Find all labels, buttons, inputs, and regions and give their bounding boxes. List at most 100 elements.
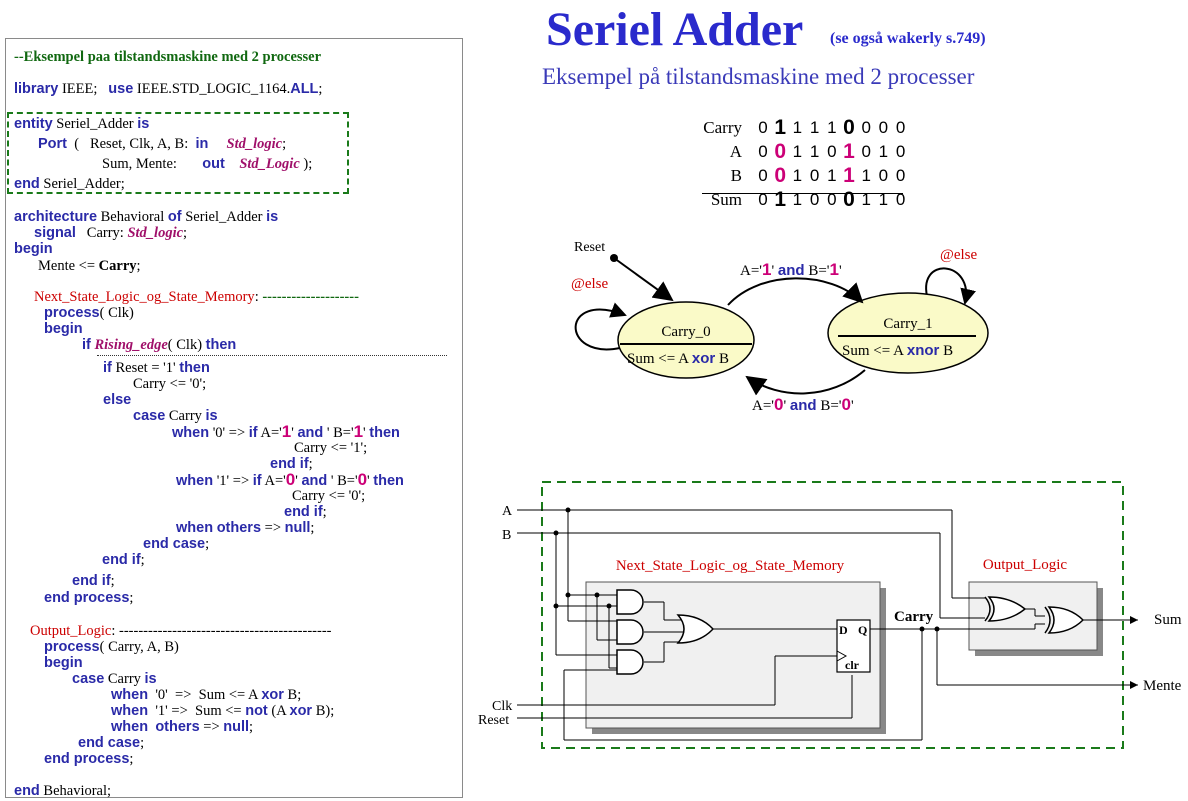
code-if-reset-line: if Reset = '1' then <box>103 360 210 376</box>
and-gates <box>616 589 644 675</box>
code-when-others-line-2: when others => null; <box>111 719 254 735</box>
truth-bit: 0 <box>878 118 889 137</box>
and-gate-2 <box>616 619 644 645</box>
xor-gate-1 <box>987 596 1027 622</box>
code-when1-line: when '1' => if A='0' and ' B='0' then <box>176 470 404 489</box>
code-end-case-line-2: end case; <box>78 735 145 751</box>
code-end-process-line-2: end process; <box>44 751 134 767</box>
code-end-entity-line: end Seriel_Adder; <box>14 176 125 192</box>
input-a-label: A <box>502 504 513 519</box>
schematic-outer-box <box>541 481 1124 749</box>
truth-bit: 0 <box>774 164 787 187</box>
truth-bit: 0 <box>895 142 906 161</box>
xnor-back-curve <box>1044 606 1051 634</box>
state-diagram: Reset @else @else Carry_0 Sum <= A xor B… <box>571 240 989 414</box>
sum-output-label: Sum <box>1154 612 1182 628</box>
transition-1-to-0 <box>745 369 866 396</box>
truth-bit: 0 <box>758 142 768 161</box>
truth-bit: 0 <box>843 116 855 139</box>
output-logic-title: Output_Logic <box>983 557 1067 573</box>
else-label-state0: @else <box>571 276 608 292</box>
ff-clock-triangle <box>836 650 848 662</box>
state-carry0 <box>617 301 755 379</box>
truth-bit: 0 <box>895 166 906 185</box>
truth-bit: 0 <box>895 118 906 137</box>
code-end-if-line: end if; <box>270 456 313 472</box>
code-library-line: library IEEE; use IEEE.STD_LOGIC_1164.AL… <box>14 81 323 97</box>
truth-bit: 0 <box>827 190 837 209</box>
truth-bit: 1 <box>792 142 803 161</box>
truth-bit: 0 <box>878 166 889 185</box>
code-comment: --Eksempel paa tilstandsmaskine med 2 pr… <box>14 49 322 65</box>
code-when0-sum-line: when '0' => Sum <= A xor B; <box>111 687 302 703</box>
truth-bit: 0 <box>895 190 906 209</box>
truth-bit: 0 <box>809 190 820 209</box>
truth-bit: 0 <box>861 118 871 137</box>
input-clk-label: Clk <box>492 699 512 714</box>
schematic: Next_State_Logic_og_State_Memory Output_… <box>478 481 1182 749</box>
and-gate-1 <box>616 589 644 615</box>
truth-bit: 1 <box>861 190 871 209</box>
state0-name: Carry_0 <box>661 324 710 340</box>
truth-bit: 1 <box>843 140 855 163</box>
carry-net-label: Carry <box>894 609 934 625</box>
truth-bit: 0 <box>758 118 768 137</box>
truth-bit: 1 <box>774 188 787 211</box>
wire-junctions <box>553 507 940 632</box>
code-next-state-label: Next_State_Logic_og_State_Memory: ------… <box>34 289 359 305</box>
mente-arrow <box>1130 681 1138 689</box>
xor1-back-curve <box>984 596 991 622</box>
transition-1-to-0-label: A='0' and B='0' <box>752 395 854 414</box>
ff-q-label: Q <box>858 623 867 637</box>
truth-bit: 0 <box>809 166 820 185</box>
state-carry1 <box>827 292 989 374</box>
code-panel <box>5 38 463 798</box>
code-process-line: process( Clk) <box>44 305 134 321</box>
code-rising-edge-line: if Rising_edge( Clk) then <box>82 337 237 353</box>
title-reference: (se også wakerly s.749) <box>830 30 986 47</box>
truth-bit: 1 <box>792 166 803 185</box>
self-loop-state1 <box>925 267 976 305</box>
truth-bit: 0 <box>843 188 855 211</box>
entity-highlight-box <box>7 112 349 194</box>
mente-output-label: Mente <box>1143 678 1182 694</box>
xor-gate-2 <box>1047 606 1085 634</box>
input-b-label: B <box>502 528 511 543</box>
truth-bit: 0 <box>774 140 787 163</box>
xor-gates <box>984 596 1085 634</box>
code-begin-line-2: begin <box>44 321 83 337</box>
input-reset-label: Reset <box>478 713 509 728</box>
transition-0-to-1 <box>727 277 864 306</box>
or-gate <box>676 614 715 644</box>
code-end-if-line-3: end if; <box>102 552 145 568</box>
truth-bit: 0 <box>827 142 837 161</box>
truth-bit: 0 <box>861 142 871 161</box>
transition-0-to-1-label: A='1' and B='1' <box>740 260 842 279</box>
truth-bit: 1 <box>878 190 889 209</box>
dotted-divider <box>97 355 447 356</box>
code-begin-line: begin <box>14 241 53 257</box>
code-process-line-2: process( Carry, A, B) <box>44 639 179 655</box>
code-case-line: case Carry is <box>133 408 218 424</box>
reset-label: Reset <box>574 240 605 255</box>
schematic-wires <box>517 509 1138 741</box>
code-end-case-line: end case; <box>143 536 210 552</box>
code-entity-line: entity Seriel_Adder is <box>14 116 150 132</box>
code-when0-line: when '0' => if A='1' and ' B='1' then <box>172 422 400 441</box>
ff-clr-label: clr <box>845 658 860 672</box>
and-gate-3 <box>616 649 644 675</box>
code-port-line-2: Sum, Mente: out Std_Logic ); <box>102 156 313 172</box>
reset-arrow <box>613 257 674 302</box>
truth-table-sum-line <box>702 193 903 194</box>
code-port-line: Port ( Reset, Clk, A, B: in Std_logic; <box>38 136 287 152</box>
code-carry-one-line: Carry <= '1'; <box>294 440 368 456</box>
truth-row-label: A <box>729 142 742 161</box>
truth-bit: 0 <box>758 166 768 185</box>
truth-row-label: Sum <box>710 190 742 209</box>
truth-bit: 1 <box>792 190 803 209</box>
code-else-line: else <box>103 392 132 408</box>
truth-bit: 1 <box>792 118 803 137</box>
truth-bit: 1 <box>827 166 837 185</box>
code-end-process-line: end process; <box>44 590 134 606</box>
